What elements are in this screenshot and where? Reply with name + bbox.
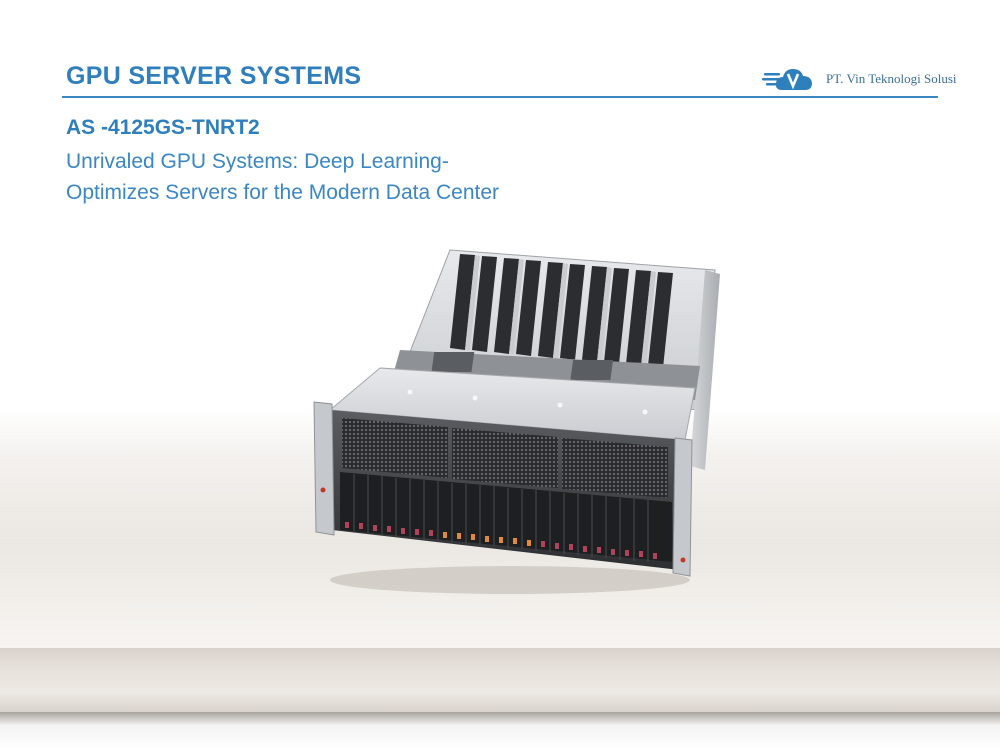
- brand-cloud-icon: [762, 69, 812, 90]
- gpu-cards: [450, 254, 673, 368]
- product-subtitle: Unrivaled GPU Systems: Deep Learning- Op…: [66, 146, 626, 208]
- product-model: AS -4125GS-TNRT2: [66, 116, 260, 139]
- drive-bays: [340, 472, 672, 562]
- page-title: GPU SERVER SYSTEMS: [66, 62, 362, 90]
- gpu-server-image: [313, 249, 720, 594]
- subtitle-line-2: Optimizes Servers for the Modern Data Ce…: [66, 181, 500, 204]
- table-edge: [0, 648, 1000, 712]
- subtitle-line-1: Unrivaled GPU Systems: Deep Learning-: [66, 150, 449, 173]
- brand-logo: PT. Vin Teknologi Solusi: [762, 62, 992, 96]
- floor-shadow: [0, 712, 1000, 750]
- brand-name: PT. Vin Teknologi Solusi: [826, 71, 957, 86]
- title-divider: [62, 96, 938, 98]
